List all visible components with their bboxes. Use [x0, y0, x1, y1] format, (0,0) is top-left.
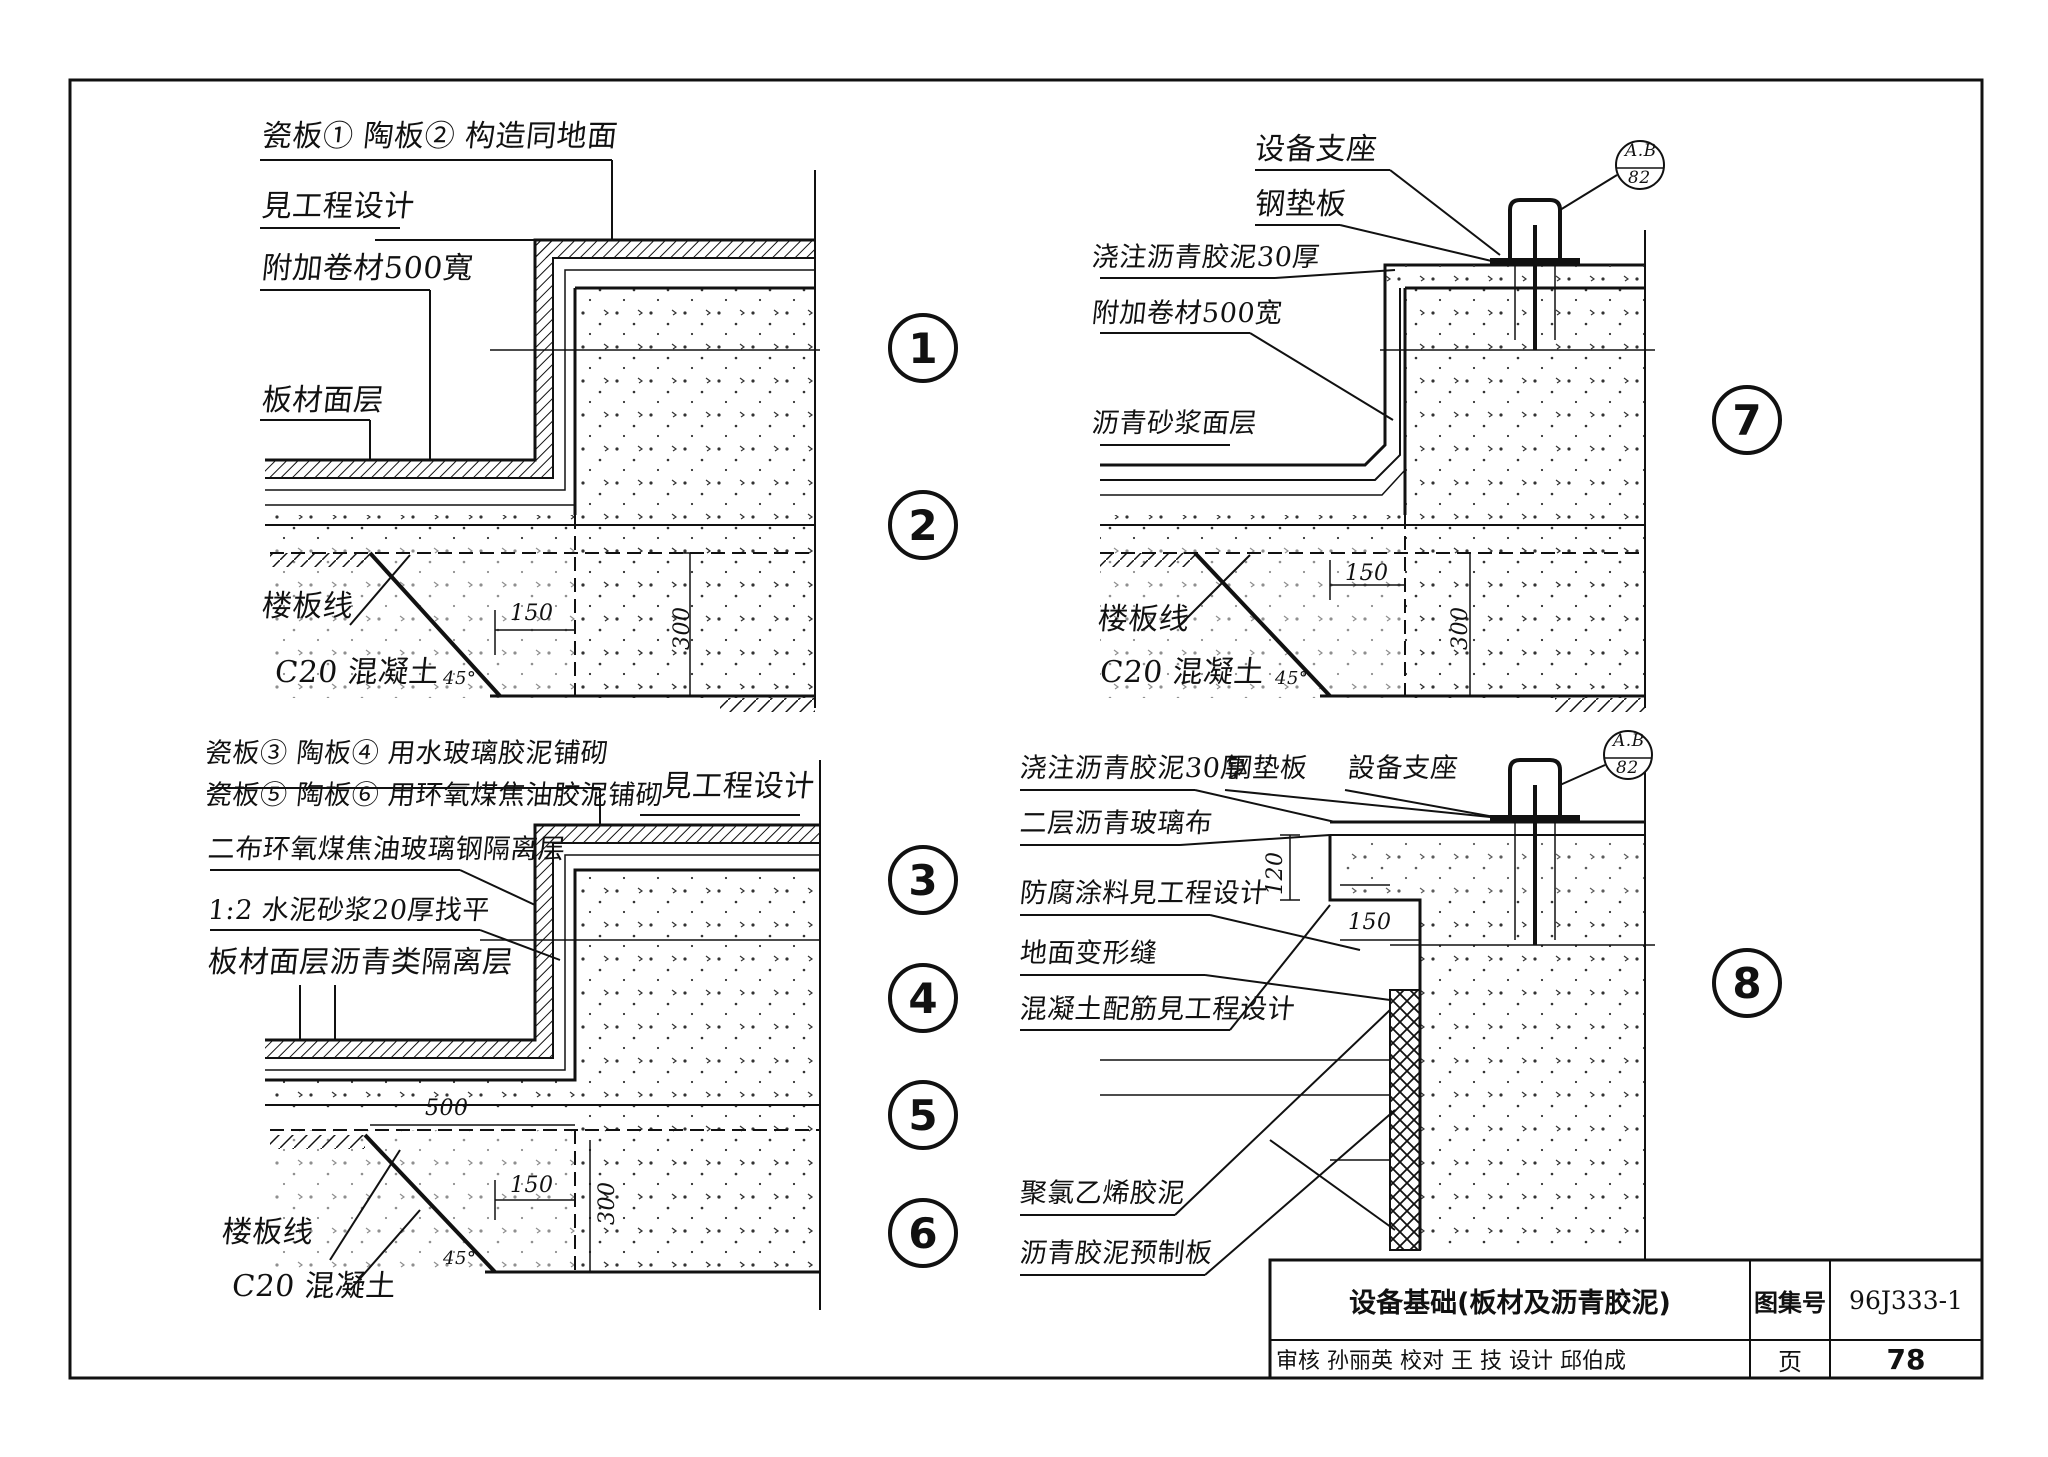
ref-callout-top-2: A.B	[1613, 731, 1645, 751]
dim-150: 150	[510, 601, 554, 626]
label-concrete-7: C20 混凝土	[1098, 655, 1267, 690]
detail-marker-5: 5	[888, 1080, 958, 1150]
detail-bottom-right	[1020, 730, 1655, 1276]
detail-top-left	[260, 159, 820, 712]
detail-top-right	[1100, 140, 1665, 712]
label-panel-surface-3: 板材面层	[206, 945, 332, 980]
ref-callout-top: A.B	[1625, 141, 1657, 161]
label-anticorrosion: 防腐涂料見工程设计	[1018, 878, 1270, 909]
dim-45-7: 45°	[1275, 668, 1309, 689]
label-design: 見工程设计	[260, 189, 417, 224]
dim-300: 300	[670, 606, 695, 651]
title-block-page-label: 页	[1778, 1347, 1802, 1376]
dim-45-3: 45°	[443, 1248, 477, 1269]
label-design-3: 見工程设计	[660, 769, 817, 804]
label-slab-line-7: 楼板线	[1096, 602, 1192, 637]
detail-marker-3: 3	[888, 845, 958, 915]
detail-marker-6: 6	[888, 1198, 958, 1268]
label-poured-asphalt-8: 浇注沥青胶泥30厚	[1018, 753, 1250, 784]
label-steel-pad: 钢垫板	[1253, 187, 1349, 222]
label-panel-surface: 板材面层	[260, 383, 386, 418]
dim-120: 120	[1263, 851, 1288, 896]
label-slab-line: 楼板线	[260, 589, 356, 624]
dim-300-3: 300	[595, 1181, 620, 1226]
dim-150-8: 150	[1348, 910, 1392, 935]
detail-marker-2: 2	[888, 490, 958, 560]
title-block-sign-row: 审核 孙丽英 校对 王 技 设计 邱伯成	[1276, 1349, 1626, 1374]
label-asphalt-mortar: 沥青砂浆面层	[1090, 408, 1259, 439]
dim-150-7: 150	[1345, 561, 1389, 586]
label-extra-membrane: 附加卷材500寬	[260, 251, 476, 286]
detail-marker-1: 1	[888, 313, 958, 383]
label-extra-membrane-7: 附加卷材500宽	[1090, 298, 1285, 329]
title-block-atlas-number: 96J333-1	[1849, 1285, 1963, 1315]
label-poured-asphalt: 浇注沥青胶泥30厚	[1090, 242, 1322, 273]
label-steel-pad-8: 钢垫板	[1223, 753, 1310, 784]
detail-marker-4: 4	[888, 963, 958, 1033]
ref-callout-bottom-2: 82	[1616, 758, 1639, 778]
ref-callout-bottom: 82	[1628, 168, 1651, 188]
label-cement-mortar: 1:2 水泥砂浆20厚找平	[206, 895, 492, 926]
detail-marker-8: 8	[1712, 948, 1782, 1018]
title-block-title: 设备基础(板材及沥青胶泥)	[1349, 1287, 1671, 1319]
dim-150-3: 150	[510, 1173, 554, 1198]
label-precast: 沥青胶泥预制板	[1018, 1238, 1215, 1269]
label-floor-joint: 地面变形缝	[1018, 938, 1160, 969]
label-glass-cloth: 二层沥青玻璃布	[1018, 808, 1215, 839]
detail-marker-7: 7	[1712, 385, 1782, 455]
label-pvc: 聚氯乙烯胶泥	[1018, 1178, 1187, 1209]
title-block-lines	[1268, 1258, 1984, 1380]
detail-bottom-left	[210, 760, 821, 1310]
label-tiles-5-6: 瓷板⑤ 陶板⑥ 用环氧煤焦油胶泥铺砌	[203, 780, 665, 811]
label-slab-line-3: 楼板线	[220, 1215, 316, 1250]
dim-300-7: 300	[1448, 606, 1473, 651]
label-tiles-3-4: 瓷板③ 陶板④ 用水玻璃胶泥铺砌	[203, 738, 610, 769]
label-asphalt-isolation: 沥青类隔离层	[328, 945, 515, 980]
dim-45: 45°	[443, 668, 477, 689]
title-block-page-number: 78	[1886, 1342, 1926, 1376]
label-concrete-3: C20 混凝土	[230, 1269, 399, 1304]
label-tiles-1-2: 瓷板① 陶板② 构造同地面	[260, 119, 620, 154]
dim-500: 500	[425, 1096, 469, 1121]
label-epoxy-layer: 二布环氧煤焦油玻璃钢隔离层	[206, 834, 568, 865]
label-concrete: C20 混凝土	[273, 655, 442, 690]
label-equipment-support: 设备支座	[1253, 132, 1379, 167]
sheet-border	[68, 78, 1984, 1380]
title-block-atlas-label: 图集号	[1754, 1288, 1826, 1317]
label-equipment-support-8: 設备支座	[1346, 753, 1460, 784]
label-rebar: 混凝土配筋見工程设计	[1018, 994, 1297, 1025]
